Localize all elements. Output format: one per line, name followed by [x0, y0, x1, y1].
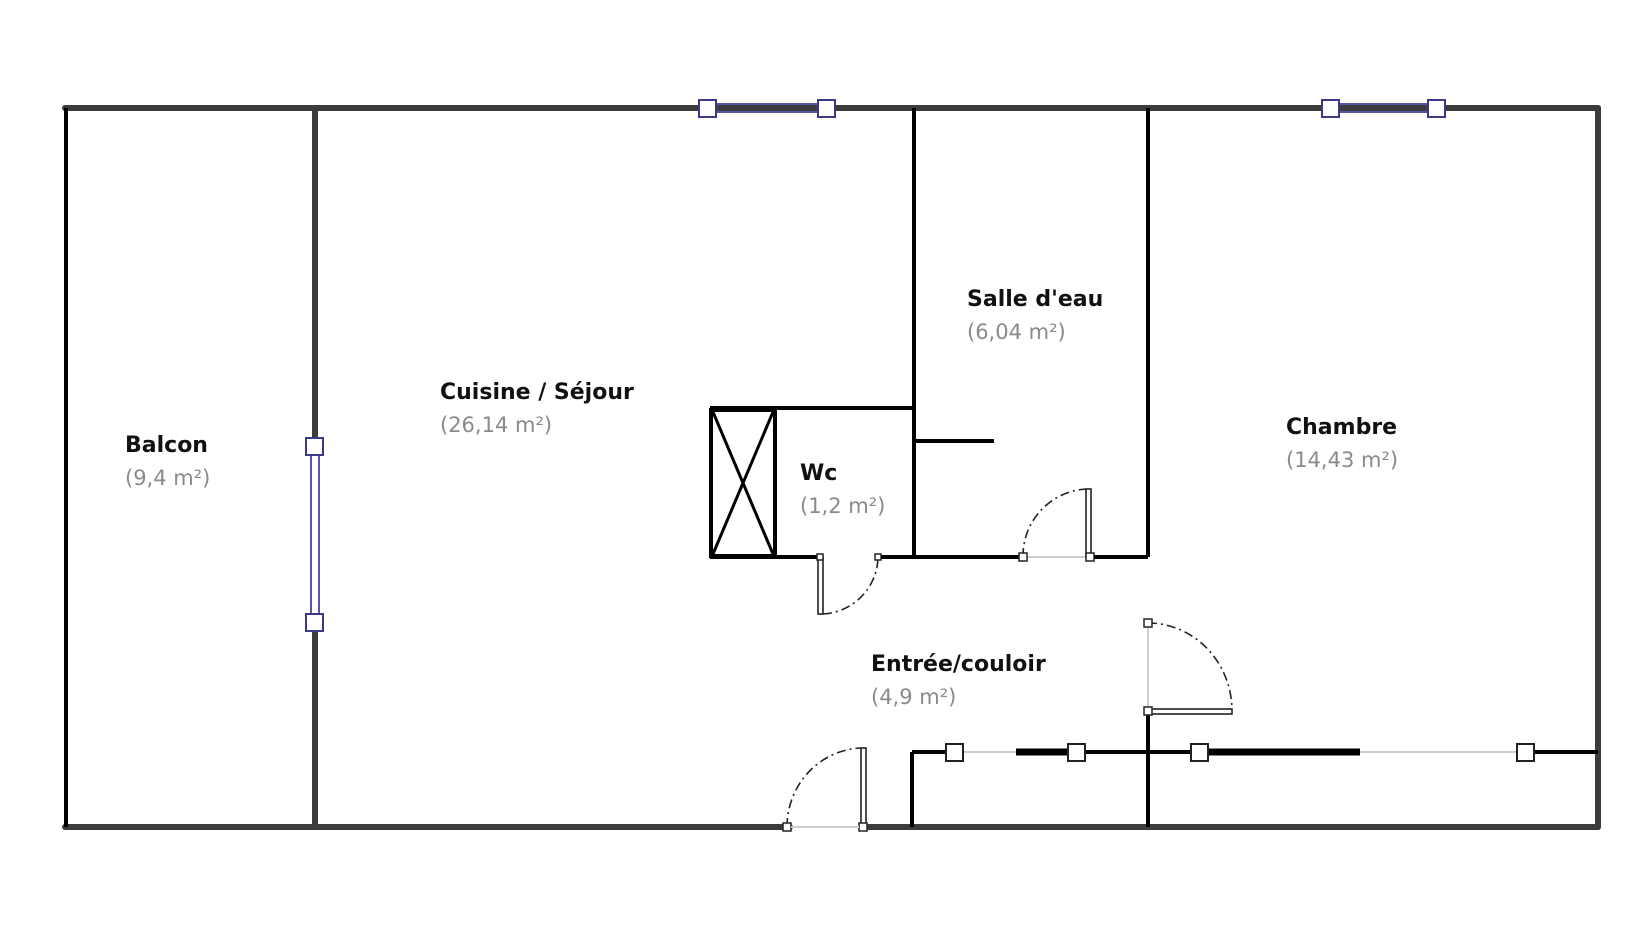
window-kitchen	[698, 99, 836, 118]
door-node	[1143, 618, 1153, 628]
room-balcon[interactable]: Balcon (9,4 m²)	[125, 433, 210, 490]
room-entree-couloir[interactable]: Entrée/couloir (4,9 m²)	[871, 652, 1046, 709]
window-handle[interactable]	[305, 437, 324, 456]
room-area: (6,04 m²)	[967, 320, 1066, 344]
door-leaf	[860, 747, 867, 828]
room-area: (14,43 m²)	[1286, 448, 1398, 472]
interior-walls	[710, 108, 1598, 827]
door-wc[interactable]	[816, 553, 882, 615]
door-node	[1085, 552, 1095, 562]
door-node	[874, 553, 882, 561]
opening-handle[interactable]	[1067, 743, 1086, 762]
door-node	[858, 822, 868, 832]
door-bathroom[interactable]	[1018, 488, 1095, 562]
opening-handle[interactable]	[1516, 743, 1535, 762]
window-handle[interactable]	[1321, 99, 1340, 118]
door-swing	[786, 747, 862, 828]
door-node	[1018, 552, 1028, 562]
room-name: Chambre	[1286, 415, 1397, 440]
technical-duct	[709, 408, 777, 558]
door-swing	[1147, 622, 1233, 710]
doors	[782, 488, 1233, 832]
room-name: Entrée/couloir	[871, 652, 1046, 677]
door-leaf	[1147, 708, 1233, 715]
room-wc[interactable]: Wc (1,2 m²)	[800, 461, 885, 518]
door-entrance[interactable]	[782, 747, 868, 832]
room-chambre[interactable]: Chambre (14,43 m²)	[1286, 415, 1398, 472]
door-swing	[1022, 488, 1087, 558]
door-node	[782, 822, 792, 832]
window-handle[interactable]	[817, 99, 836, 118]
door-bedroom[interactable]	[1143, 618, 1233, 716]
door-swing	[822, 556, 879, 615]
door-node	[816, 553, 824, 561]
room-area: (4,9 m²)	[871, 685, 956, 709]
window-bedroom	[1321, 99, 1446, 118]
room-area: (9,4 m²)	[125, 466, 210, 490]
duct-cross-2	[711, 411, 775, 555]
opening-handle[interactable]	[1190, 743, 1209, 762]
door-leaf	[1085, 488, 1092, 558]
opening-handle[interactable]	[945, 743, 964, 762]
room-labels: Balcon (9,4 m²) Cuisine / Séjour (26,14 …	[125, 287, 1398, 709]
door-leaf	[817, 556, 824, 615]
room-name: Wc	[800, 461, 837, 486]
room-cuisine-sejour[interactable]: Cuisine / Séjour (26,14 m²)	[440, 380, 634, 437]
window-handle[interactable]	[305, 613, 324, 632]
door-node	[1143, 706, 1153, 716]
window-balcony	[305, 437, 324, 632]
duct-box	[709, 408, 777, 558]
room-salle-eau[interactable]: Salle d'eau (6,04 m²)	[967, 287, 1103, 344]
room-area: (1,2 m²)	[800, 494, 885, 518]
room-name: Salle d'eau	[967, 287, 1103, 312]
window-handle[interactable]	[1427, 99, 1446, 118]
room-name: Balcon	[125, 433, 208, 458]
window-handle[interactable]	[698, 99, 717, 118]
windows	[305, 99, 1446, 632]
room-name: Cuisine / Séjour	[440, 380, 634, 405]
room-area: (26,14 m²)	[440, 413, 552, 437]
closet-openings	[945, 743, 1535, 762]
